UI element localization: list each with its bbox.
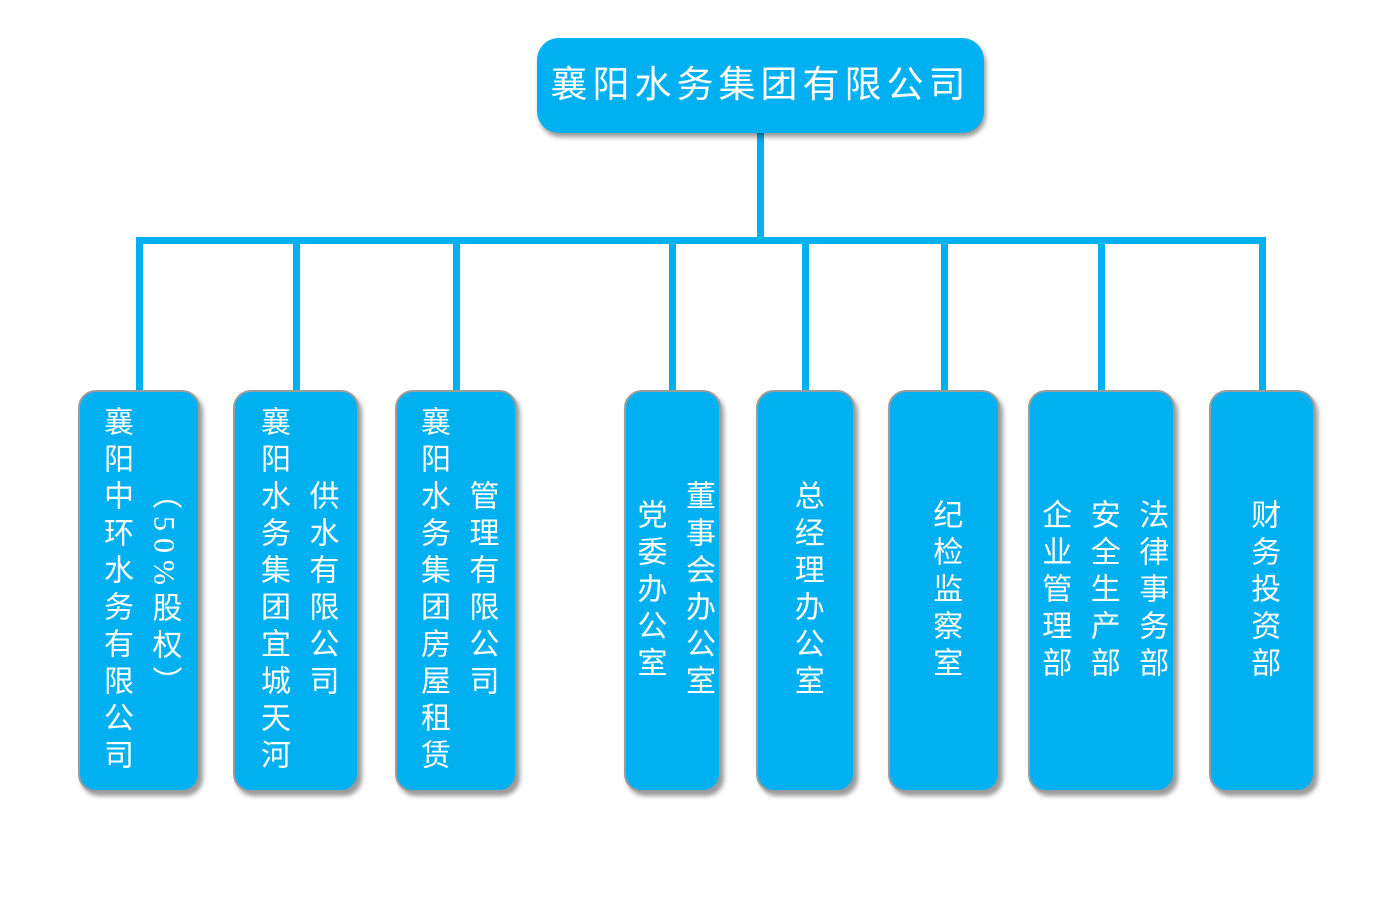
org-node-root: 襄阳水务集团有限公司 [537,38,984,133]
org-node-subsidiary-yicheng-tianhe: 襄阳水务集团宜城天河 供水有限公司 [233,390,359,792]
org-node-label-column: 党委办公室 [632,498,666,684]
org-node-dept-general-manager-office: 总经理办公室 [756,390,855,792]
org-node-label-column: 法律事务部 [1134,498,1168,684]
org-node-dept-finance-investment: 财务投资部 [1209,390,1315,792]
org-node-label-column: 安全生产部 [1085,498,1119,684]
connector-drop-6 [940,237,948,390]
org-node-label-column: 董事会办公室 [681,480,714,702]
connector-drop-7 [1098,237,1105,390]
connector-root-trunk [757,132,764,244]
org-node-label-column: 襄阳水务集团宜城天河 [256,406,289,776]
connector-drop-1 [135,237,143,390]
connector-drop-4 [669,237,676,390]
org-node-label-column: 襄阳中环水务有限公司 [99,406,132,776]
org-node-label-column: 总经理办公室 [789,480,823,702]
org-node-label-column: （50%股权） [147,479,181,703]
connector-drop-5 [802,237,809,390]
org-node-subsidiary-housing-leasing: 襄阳水务集团房屋租赁 管理有限公司 [395,390,517,792]
org-node-dept-discipline-inspection: 纪检监察室 [888,390,1000,792]
connector-drop-3 [452,237,460,390]
org-node-label-column: 纪检监察室 [928,498,962,684]
org-node-root-label: 襄阳水务集团有限公司 [550,65,971,106]
connector-drop-2 [292,237,300,390]
org-node-dept-party-board-offices: 党委办公室 董事会办公室 [624,390,721,792]
org-node-label-column: 供水有限公司 [304,480,338,702]
org-node-label-column: 管理有限公司 [464,480,498,702]
connector-drop-8 [1258,237,1266,390]
org-node-label-column: 襄阳水务集团房屋租赁 [416,406,449,776]
org-node-dept-enterprise-safety-legal: 企业管理部 安全生产部 法律事务部 [1028,390,1175,792]
connector-horizontal-bar [135,237,1266,244]
org-node-label-column: 财务投资部 [1246,498,1280,684]
org-node-label-column: 企业管理部 [1037,498,1071,684]
org-node-subsidiary-zhonghuan: 襄阳中环水务有限公司 （50%股权） [78,390,200,792]
